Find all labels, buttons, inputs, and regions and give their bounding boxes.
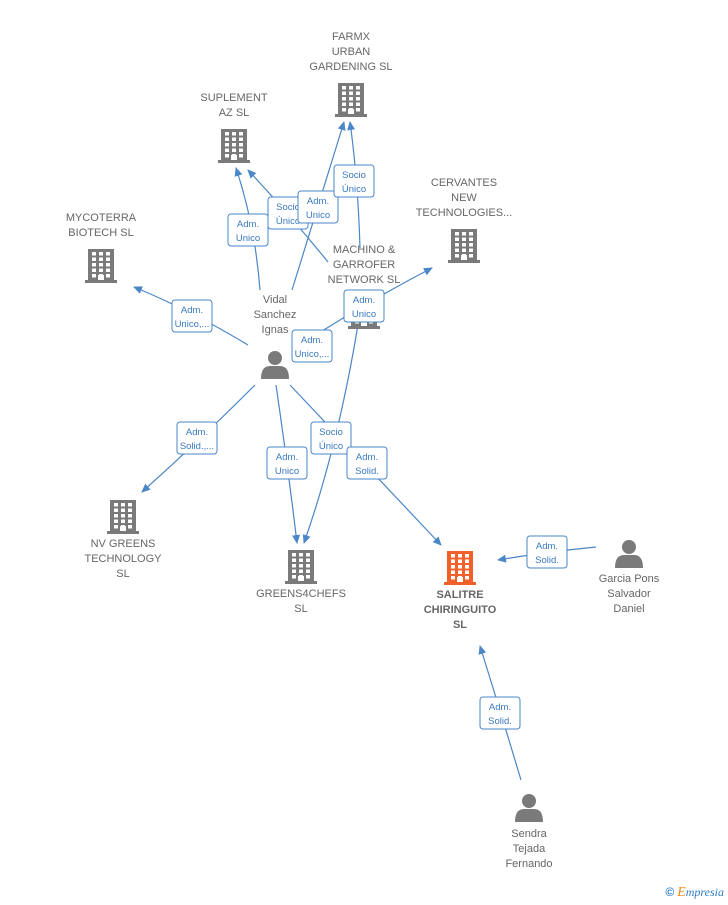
edge-label-line: Solid. xyxy=(355,466,379,477)
edge-label-line: Adm. xyxy=(356,452,378,463)
node-label-line: NETWORK SL xyxy=(328,274,401,286)
node-label-line: Sendra xyxy=(511,828,547,840)
empresia-brand[interactable]: ©Empresia xyxy=(665,885,724,901)
edge-label-line: Único xyxy=(276,216,300,227)
building-icon xyxy=(85,249,117,283)
edge-label-line: Socio xyxy=(276,202,300,213)
edge-label-line: Adm. xyxy=(181,305,203,316)
company-node[interactable]: CERVANTES NEW TECHNOLOGIES... xyxy=(416,177,513,263)
company-node[interactable]: GREENS4CHEFS SL xyxy=(256,550,346,615)
node-label-line: SL xyxy=(294,603,307,615)
edge-label-line: Unico,... xyxy=(175,319,210,330)
edge-label-line: Unico,... xyxy=(295,349,330,360)
edge-label[interactable]: Adm. Unico xyxy=(343,289,385,323)
company-node[interactable]: MYCOTERRA BIOTECH SL xyxy=(66,212,137,283)
node-label-line: NV GREENS xyxy=(91,538,156,550)
node-label-line: Garcia Pons xyxy=(599,573,660,585)
edge-label-line: Solid.,... xyxy=(180,441,214,452)
building-icon xyxy=(218,129,250,163)
edge-label-line: Adm. xyxy=(307,196,329,207)
copyright-symbol: © xyxy=(665,885,675,899)
node-label-line: AZ SL xyxy=(219,107,250,119)
edge-label-line: Adm. xyxy=(237,219,259,230)
edge-label-line: Socio xyxy=(342,170,366,181)
node-label-line: GREENS4CHEFS xyxy=(256,588,346,600)
brand-first-letter: E xyxy=(677,885,686,900)
node-label-line: Tejada xyxy=(513,843,546,855)
edge-label[interactable]: Adm. Unico,... xyxy=(171,299,213,333)
edge-label[interactable]: Adm. Solid. xyxy=(346,446,388,480)
edge-label-line: Adm. xyxy=(301,335,323,346)
node-label-line: GARDENING SL xyxy=(309,61,392,73)
company-node[interactable]: NV GREENS TECHNOLOGY SL xyxy=(84,500,162,580)
edge-label-line: Único xyxy=(342,184,366,195)
node-label-line: BIOTECH SL xyxy=(68,227,133,239)
edge-label-line: Unico xyxy=(236,233,260,244)
edge-label-line: Unico xyxy=(275,466,299,477)
edge-label[interactable]: Adm. Solid.,... xyxy=(176,421,218,455)
person-icon xyxy=(515,794,543,822)
company-node[interactable]: FARMX URBAN GARDENING SL xyxy=(309,31,393,117)
edge-label-line: Unico xyxy=(352,309,376,320)
node-label-line: CHIRINGUITO xyxy=(424,604,497,616)
edge-label-line: Unico xyxy=(306,210,330,221)
node-label-line: TECHNOLOGIES... xyxy=(416,207,513,219)
node-label-line: Fernando xyxy=(505,858,552,870)
building-icon xyxy=(444,551,476,585)
node-label-line: MACHINO & xyxy=(333,244,396,256)
node-label-line: CERVANTES xyxy=(431,177,497,189)
node-label-line: Sanchez xyxy=(254,309,297,321)
building-icon xyxy=(285,550,317,584)
node-label-line: GARROFER xyxy=(333,259,395,271)
building-icon xyxy=(335,83,367,117)
edge-label-line: Único xyxy=(319,441,343,452)
edge-label-line: Adm. xyxy=(186,427,208,438)
edge-label-line: Adm. xyxy=(536,541,558,552)
edge-label[interactable]: Adm. Solid. xyxy=(479,696,521,730)
node-label-line: TECHNOLOGY xyxy=(84,553,162,565)
edge-label[interactable]: Adm. Unico xyxy=(297,190,339,224)
node-label-line: NEW xyxy=(451,192,477,204)
node-label-line: SALITRE xyxy=(436,589,483,601)
node-label-line: Salvador xyxy=(607,588,651,600)
node-label-line: SL xyxy=(453,619,467,631)
edge-label-line: Solid. xyxy=(535,555,559,566)
company-node[interactable]: SUPLEMENT AZ SL xyxy=(200,92,268,163)
node-label-line: Daniel xyxy=(613,603,644,615)
edge-label[interactable]: Adm. Unico xyxy=(266,446,308,480)
node-label-line: SL xyxy=(116,568,129,580)
edge-label[interactable]: Adm. Solid. xyxy=(526,535,568,569)
edge-label-line: Socio xyxy=(319,427,343,438)
brand-name-rest: mpresia xyxy=(685,885,724,899)
node-label-line: SUPLEMENT xyxy=(200,92,268,104)
edge-label-line: Solid. xyxy=(488,716,512,727)
edge-label[interactable]: Adm. Unico,... xyxy=(291,329,333,363)
edge-label-line: Adm. xyxy=(353,295,375,306)
node-label-line: Ignas xyxy=(262,324,289,336)
building-icon xyxy=(107,500,139,534)
node-label-line: URBAN xyxy=(332,46,371,58)
company-node[interactable]: SALITRE CHIRINGUITO SL xyxy=(424,551,497,631)
edge-label-line: Adm. xyxy=(489,702,511,713)
node-label-line: Vidal xyxy=(263,294,287,306)
edge-label[interactable]: Adm. Unico xyxy=(227,213,269,247)
person-icon xyxy=(615,540,643,568)
node-label-line: MYCOTERRA xyxy=(66,212,137,224)
person-icon xyxy=(261,351,289,379)
building-icon xyxy=(448,229,480,263)
edge-label-line: Adm. xyxy=(276,452,298,463)
node-label-line: FARMX xyxy=(332,31,371,43)
